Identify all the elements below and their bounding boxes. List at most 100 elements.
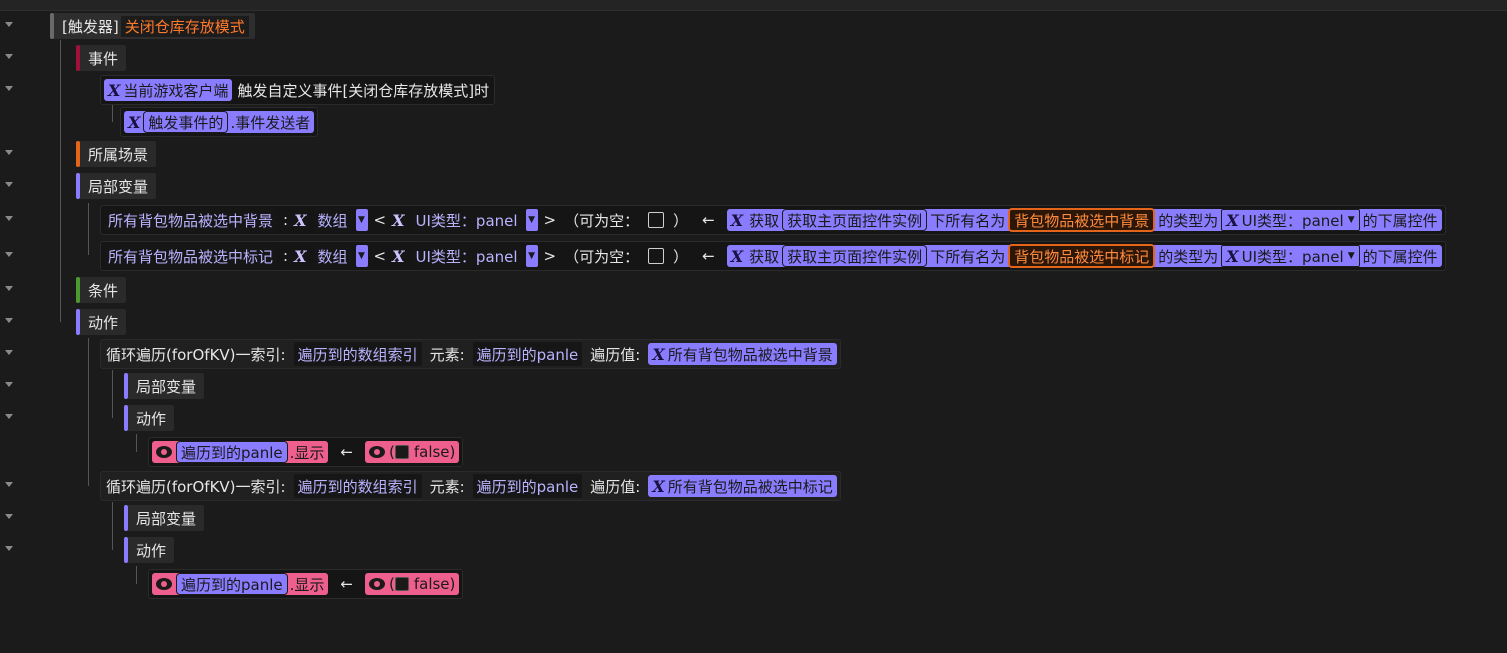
action-section-header[interactable]: 动作 (76, 309, 127, 335)
main-page-instance[interactable]: 获取主页面控件实例 (782, 209, 928, 231)
x-expression-icon: X (294, 210, 307, 230)
get-children-expression[interactable]: X 获取 获取主页面控件实例 下所有名为 背包物品被选中背景 的类型为 X UI… (726, 208, 1442, 232)
loop-index-var[interactable]: 遍历到的数组索引 (293, 474, 422, 498)
var-name[interactable]: 所有背包物品被选中背景 (104, 208, 278, 232)
scene-section-header[interactable]: 所属场景 (76, 141, 157, 167)
eye-icon (368, 578, 385, 590)
loop-value: 所有背包物品被选中背景 (667, 345, 833, 364)
chevron-down-icon[interactable]: ▼ (1347, 251, 1355, 261)
loop-action-header[interactable]: 动作 (124, 405, 175, 431)
event-sender-statement[interactable]: X 触发事件的 .事件发送者 (120, 107, 319, 137)
local-vars-section-label: 局部变量 (88, 177, 149, 196)
collapse-arrow-icon[interactable] (5, 350, 13, 355)
tree-guide (88, 203, 89, 255)
loop-value-expression[interactable]: X 所有背包物品被选中标记 (648, 475, 837, 497)
loop-action-header[interactable]: 动作 (124, 537, 175, 563)
main-page-instance[interactable]: 获取主页面控件实例 (782, 245, 928, 267)
top-toolbar-strip (0, 0, 1507, 11)
collapse-arrow-icon[interactable] (5, 182, 13, 187)
event-section-row: 事件 (0, 42, 1507, 74)
collapse-arrow-icon[interactable] (5, 54, 13, 59)
get-children-expression[interactable]: X 获取 获取主页面控件实例 下所有名为 背包物品被选中标记 的类型为 X UI… (726, 244, 1442, 268)
loop-statement[interactable]: 循环遍历(forOfKV)一索引: 遍历到的数组索引 元素: 遍历到的panle… (100, 471, 841, 501)
bool-value[interactable]: ( false) (364, 441, 460, 463)
target-type[interactable]: X UI类型：panel ▼ (1221, 209, 1360, 231)
loop-action-label: 动作 (136, 541, 167, 560)
assign-arrow: ← (340, 575, 353, 593)
trigger-event-of[interactable]: 触发事件的 (143, 111, 229, 133)
client-expression[interactable]: X 当前游戏客户端 (104, 79, 233, 101)
element-type[interactable]: UI类型：panel (411, 208, 522, 232)
event-statement[interactable]: X 当前游戏客户端 触发自定义事件[关闭仓库存放模式]时 (100, 75, 496, 105)
target-name[interactable]: 背包物品被选中背景 (1008, 208, 1156, 232)
tree-guide (112, 370, 113, 418)
local-vars-color-bar (76, 173, 80, 199)
collapse-arrow-icon[interactable] (5, 252, 13, 257)
target-type[interactable]: X UI类型：panel ▼ (1221, 245, 1360, 267)
tree-guide (136, 566, 137, 584)
local-vars-section-header[interactable]: 局部变量 (76, 173, 157, 199)
type-of-label: 的类型为 (1158, 247, 1219, 266)
collapse-arrow-icon[interactable] (5, 216, 13, 221)
collapse-arrow-icon[interactable] (5, 286, 13, 291)
stmt-object[interactable]: 遍历到的panle (176, 441, 288, 463)
visibility-target[interactable]: 遍历到的panle .显示 (152, 573, 329, 595)
var-name[interactable]: 所有背包物品被选中标记 (104, 244, 278, 268)
nullable-checkbox[interactable] (648, 212, 665, 228)
chevron-down-icon[interactable]: ▼ (525, 245, 538, 267)
loop-local-vars-label: 局部变量 (136, 509, 197, 528)
collapse-arrow-icon[interactable] (5, 414, 13, 419)
loop-statement[interactable]: 循环遍历(forOfKV)一索引: 遍历到的数组索引 元素: 遍历到的panle… (100, 339, 841, 369)
stmt-object[interactable]: 遍历到的panle (176, 573, 288, 595)
loop-value-expression[interactable]: X 所有背包物品被选中背景 (648, 343, 837, 365)
loop-local-vars-color-bar (124, 505, 128, 531)
set-visible-statement[interactable]: 遍历到的panle .显示 ← ( false) (148, 569, 464, 599)
chevron-down-icon[interactable]: ▼ (355, 245, 368, 267)
x-expression-icon: X (294, 246, 307, 266)
condition-section-header[interactable]: 条件 (76, 277, 127, 303)
nullable-checkbox[interactable] (648, 248, 665, 264)
chevron-down-icon[interactable]: ▼ (1347, 215, 1355, 225)
bool-checkbox[interactable] (394, 445, 409, 459)
collapse-arrow-icon[interactable] (5, 514, 13, 519)
bool-checkbox[interactable] (394, 577, 409, 591)
loop-index-var[interactable]: 遍历到的数组索引 (293, 342, 422, 366)
set-visible-statement[interactable]: 遍历到的panle .显示 ← ( false) (148, 437, 464, 467)
nullable-end: ） (673, 211, 689, 230)
collapse-arrow-icon[interactable] (5, 22, 13, 27)
collapse-arrow-icon[interactable] (5, 86, 13, 91)
bool-value[interactable]: ( false) (364, 573, 460, 595)
collapse-arrow-icon[interactable] (5, 482, 13, 487)
loop-local-vars-header[interactable]: 局部变量 (124, 505, 205, 531)
visibility-target[interactable]: 遍历到的panle .显示 (152, 441, 329, 463)
loop-local-vars-header[interactable]: 局部变量 (124, 373, 205, 399)
var-decl-row: 所有背包物品被选中背景 : X 数组 ▼ < X UI类型：panel ▼ > … (0, 204, 1507, 236)
array-type[interactable]: 数组 (313, 208, 352, 232)
trigger-header[interactable]: [触发器] 关闭仓库存放模式 (50, 13, 255, 39)
target-name[interactable]: 背包物品被选中标记 (1008, 244, 1156, 268)
var-decl-row: 所有背包物品被选中标记 : X 数组 ▼ < X UI类型：panel ▼ > … (0, 240, 1507, 272)
loop-local-vars-color-bar (124, 373, 128, 399)
loop-elem-var[interactable]: 遍历到的panle (472, 474, 583, 498)
array-type[interactable]: 数组 (313, 244, 352, 268)
collapse-arrow-icon[interactable] (5, 546, 13, 551)
collapse-arrow-icon[interactable] (5, 318, 13, 323)
loop-action-color-bar (124, 405, 128, 431)
event-section-header[interactable]: 事件 (76, 45, 127, 71)
x-expression-icon: X (1226, 210, 1239, 230)
loop-elem-var[interactable]: 遍历到的panle (472, 342, 583, 366)
stmt-property: .显示 (289, 443, 325, 462)
colon: : (283, 211, 289, 229)
collapse-arrow-icon[interactable] (5, 150, 13, 155)
var-declaration[interactable]: 所有背包物品被选中背景 : X 数组 ▼ < X UI类型：panel ▼ > … (100, 205, 1446, 235)
x-expression-icon: X (730, 210, 744, 230)
sender-expression[interactable]: X 触发事件的 .事件发送者 (124, 111, 315, 133)
loop-elem-label: 元素: (429, 345, 465, 364)
var-declaration[interactable]: 所有背包物品被选中标记 : X 数组 ▼ < X UI类型：panel ▼ > … (100, 241, 1446, 271)
loop-action-label: 动作 (136, 409, 167, 428)
chevron-down-icon[interactable]: ▼ (355, 209, 368, 231)
bool-label: false) (413, 575, 456, 593)
chevron-down-icon[interactable]: ▼ (525, 209, 538, 231)
collapse-arrow-icon[interactable] (5, 382, 13, 387)
element-type[interactable]: UI类型：panel (411, 244, 522, 268)
